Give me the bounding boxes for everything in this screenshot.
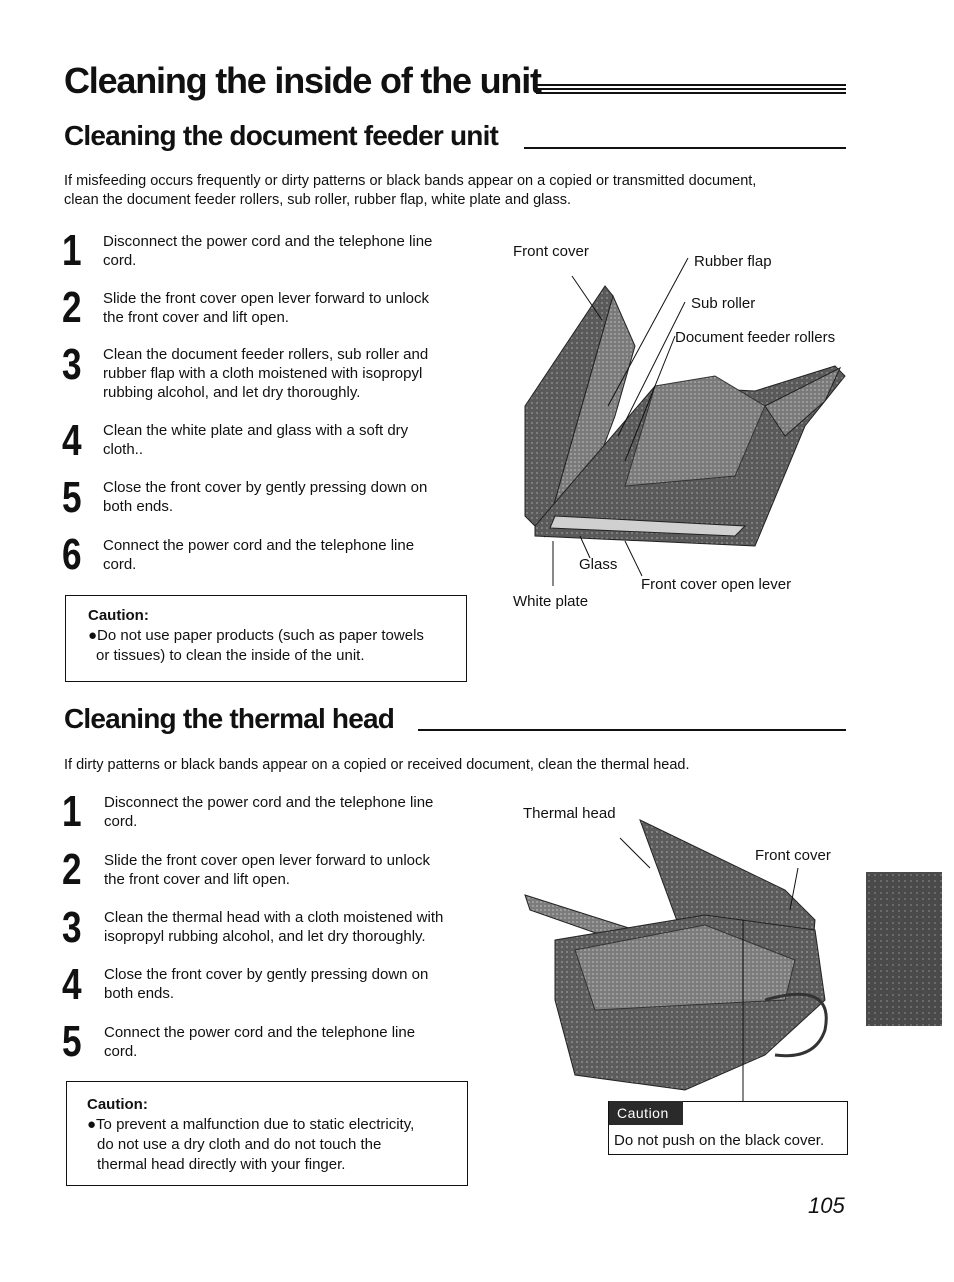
page-number: 105 [808, 1193, 845, 1218]
step-number: 2 [62, 845, 82, 894]
step-text: Disconnect the power cord and the teleph… [103, 233, 433, 269]
feeder-leader-lines [552, 257, 689, 586]
title-rule [536, 84, 846, 96]
callout-front-cover-lever: Front cover open lever [641, 576, 792, 593]
step-text: Connect the power cord and the telephone… [104, 1024, 416, 1060]
thermal-unit-illustration [524, 819, 828, 1091]
step-number: 3 [62, 903, 82, 952]
caution-tag: Caution [609, 1101, 683, 1125]
step-text: Clean the document feeder rollers, sub r… [103, 346, 429, 401]
step-number: 2 [62, 283, 82, 332]
step-number: 6 [62, 530, 82, 579]
thermal-section-title: Cleaning the thermal head [64, 703, 395, 734]
step-text: Clean the white plate and glass with a s… [103, 422, 409, 458]
feeder-caution-box: Caution: ●Do not use paper products (suc… [65, 595, 467, 682]
section-side-tab [866, 872, 942, 1026]
step-text: Close the front cover by gently pressing… [103, 479, 428, 515]
callout-white-plate: White plate [513, 593, 589, 610]
step-text: Clean the thermal head with a cloth mois… [104, 909, 444, 945]
thermal-intro: If dirty patterns or black bands appear … [64, 757, 690, 773]
step-number: 5 [62, 473, 82, 522]
callout-thermal-head: Thermal head [523, 805, 616, 822]
thermal-caution-box: Caution: ●To prevent a malfunction due t… [66, 1081, 468, 1186]
step-number: 5 [62, 1017, 82, 1066]
callout-feeder-rollers: Document feeder rollers [675, 329, 836, 346]
feeder-unit-illustration [524, 285, 846, 547]
step-text: Close the front cover by gently pressing… [104, 966, 429, 1002]
step-number: 4 [62, 960, 82, 1009]
thermal-leader-lines [619, 837, 799, 1102]
warning-box [608, 1101, 848, 1155]
page-title: Cleaning the inside of the unit [64, 60, 542, 101]
warning-text: Do not push on the black cover. [614, 1132, 825, 1149]
step-text: Connect the power cord and the telephone… [103, 537, 415, 573]
step-number: 1 [62, 226, 82, 275]
step-text: Slide the front cover open lever forward… [104, 852, 431, 888]
feeder-intro: If misfeeding occurs frequently or dirty… [64, 173, 757, 208]
thermal-title-rule [418, 729, 846, 731]
step-number: 1 [62, 787, 82, 836]
step-text: Slide the front cover open lever forward… [103, 290, 430, 326]
step-number: 4 [62, 416, 82, 465]
callout-thermal-front-cover: Front cover [755, 847, 831, 864]
step-number: 3 [62, 340, 82, 389]
feeder-section-title: Cleaning the document feeder unit [64, 120, 499, 151]
step-text: Disconnect the power cord and the teleph… [104, 794, 434, 830]
callout-glass: Glass [579, 556, 618, 573]
callout-front-cover: Front cover [513, 243, 589, 260]
feeder-title-rule [524, 147, 846, 149]
callout-sub-roller: Sub roller [691, 295, 756, 312]
callout-rubber-flap: Rubber flap [694, 253, 772, 270]
